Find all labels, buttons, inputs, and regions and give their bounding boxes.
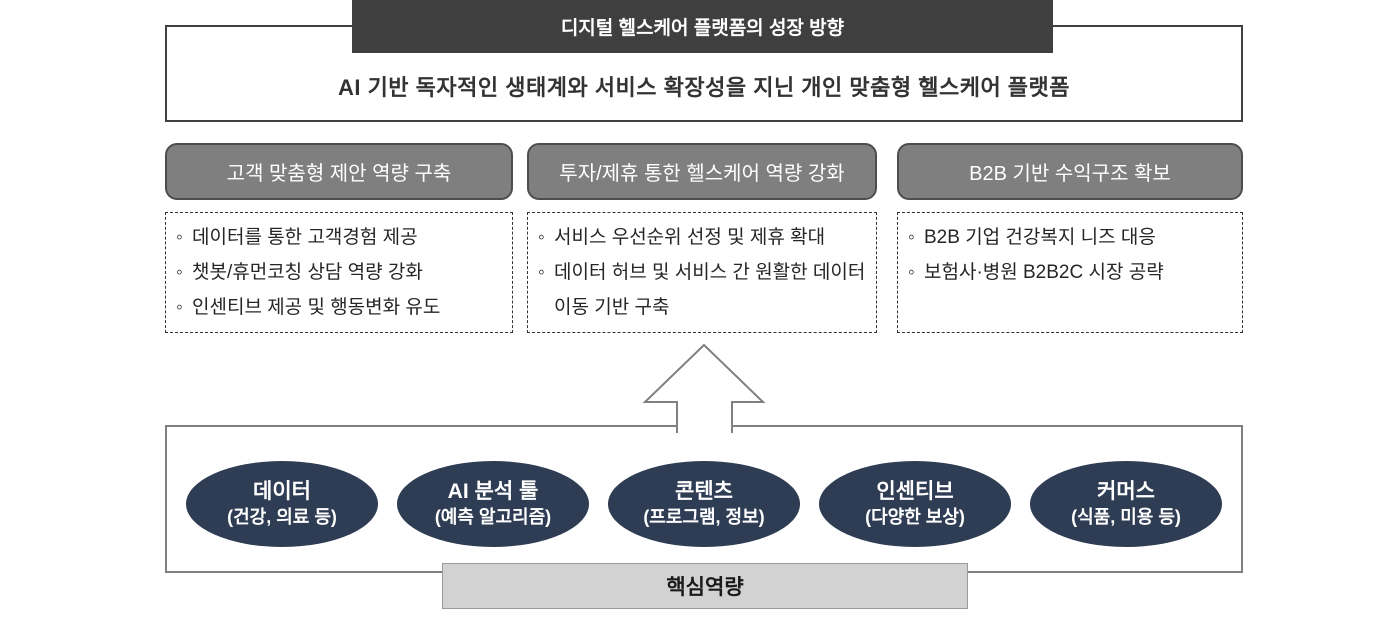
capability-data: 데이터 (건강, 의료 등) xyxy=(186,461,378,547)
capability-name: 인센티브 xyxy=(876,480,954,503)
strategy-details-1: ◦ 데이터를 통한 고객경험 제공 ◦ 챗봇/휴먼코칭 상담 역량 강화 ◦ 인… xyxy=(165,212,513,333)
capability-ai-tool: AI 분석 툴 (예측 알고리즘) xyxy=(397,461,589,547)
list-item: ◦ 보험사·병원 B2B2C 시장 공략 xyxy=(908,255,1236,290)
capability-subtitle: (예측 알고리즘) xyxy=(434,507,552,527)
capability-incentive: 인센티브 (다양한 보상) xyxy=(819,461,1011,547)
bullet-list: ◦ 데이터를 통한 고객경험 제공 ◦ 챗봇/휴먼코칭 상담 역량 강화 ◦ 인… xyxy=(176,220,506,325)
core-competency-label: 핵심역량 xyxy=(666,576,744,599)
capability-subtitle: (식품, 미용 등) xyxy=(1071,507,1181,527)
diagram-title-banner: 디지털 헬스케어 플랫폼의 성장 방향 xyxy=(352,0,1053,53)
strategy-header-2: 투자/제휴 통한 헬스케어 역량 강화 xyxy=(527,143,877,200)
capability-content: 콘텐츠 (프로그램, 정보) xyxy=(608,461,800,547)
capability-name: AI 분석 툴 xyxy=(447,480,539,503)
diagram-title: 디지털 헬스케어 플랫폼의 성장 방향 xyxy=(560,18,845,39)
bullet-text: 서비스 우선순위 선정 및 제휴 확대 xyxy=(554,227,826,248)
bullet-icon: ◦ xyxy=(908,227,915,248)
strategy-header-1: 고객 맞춤형 제안 역량 구축 xyxy=(165,143,513,200)
capabilities-row: 데이터 (건강, 의료 등) AI 분석 툴 (예측 알고리즘) 콘텐츠 (프로… xyxy=(167,461,1241,547)
bullet-text: B2B 기업 건강복지 니즈 대응 xyxy=(924,227,1156,248)
list-item: ◦ 챗봇/휴먼코칭 상담 역량 강화 xyxy=(176,255,506,290)
capabilities-container: 데이터 (건강, 의료 등) AI 분석 툴 (예측 알고리즘) 콘텐츠 (프로… xyxy=(165,425,1243,573)
bullet-list: ◦ B2B 기업 건강복지 니즈 대응 ◦ 보험사·병원 B2B2C 시장 공략 xyxy=(908,220,1236,290)
up-arrow-icon xyxy=(642,343,766,433)
strategy-details-2: ◦ 서비스 우선순위 선정 및 제휴 확대 ◦ 데이터 허브 및 서비스 간 원… xyxy=(527,212,877,333)
capability-commerce: 커머스 (식품, 미용 등) xyxy=(1030,461,1222,547)
list-item: ◦ 데이터 허브 및 서비스 간 원활한 데이터 이동 기반 구축 xyxy=(538,255,870,325)
capability-name: 커머스 xyxy=(1097,480,1155,503)
list-item: ◦ B2B 기업 건강복지 니즈 대응 xyxy=(908,220,1236,255)
bullet-icon: ◦ xyxy=(538,227,545,248)
bullet-list: ◦ 서비스 우선순위 선정 및 제휴 확대 ◦ 데이터 허브 및 서비스 간 원… xyxy=(538,220,870,325)
capability-name: 콘텐츠 xyxy=(675,480,733,503)
bullet-icon: ◦ xyxy=(908,262,915,283)
bullet-text: 인센티브 제공 및 행동변화 유도 xyxy=(192,297,441,318)
core-competency-label-box: 핵심역량 xyxy=(442,563,968,609)
bullet-icon: ◦ xyxy=(176,297,183,318)
bullet-icon: ◦ xyxy=(538,262,545,283)
strategy-header-1-label: 고객 맞춤형 제안 역량 구축 xyxy=(226,163,452,185)
strategy-header-3-label: B2B 기반 수익구조 확보 xyxy=(969,163,1171,185)
list-item: ◦ 인센티브 제공 및 행동변화 유도 xyxy=(176,290,506,325)
strategy-header-2-label: 투자/제휴 통한 헬스케어 역량 강화 xyxy=(559,163,845,185)
list-item: ◦ 데이터를 통한 고객경험 제공 xyxy=(176,220,506,255)
bullet-text: 데이터 허브 및 서비스 간 원활한 데이터 이동 기반 구축 xyxy=(554,262,866,318)
strategy-details-3: ◦ B2B 기업 건강복지 니즈 대응 ◦ 보험사·병원 B2B2C 시장 공략 xyxy=(897,212,1243,333)
vision-statement: AI 기반 독자적인 생태계와 서비스 확장성을 지닌 개인 맞춤형 헬스케어 … xyxy=(337,75,1071,100)
bullet-icon: ◦ xyxy=(176,227,183,248)
capability-subtitle: (프로그램, 정보) xyxy=(643,507,765,527)
bullet-text: 보험사·병원 B2B2C 시장 공략 xyxy=(924,262,1164,283)
bullet-text: 데이터를 통한 고객경험 제공 xyxy=(192,227,418,248)
capability-subtitle: (건강, 의료 등) xyxy=(227,507,337,527)
capability-subtitle: (다양한 보상) xyxy=(865,507,965,527)
bullet-icon: ◦ xyxy=(176,262,183,283)
bullet-text: 챗봇/휴먼코칭 상담 역량 강화 xyxy=(192,262,423,283)
list-item: ◦ 서비스 우선순위 선정 및 제휴 확대 xyxy=(538,220,870,255)
capability-name: 데이터 xyxy=(253,480,311,503)
strategy-header-3: B2B 기반 수익구조 확보 xyxy=(897,143,1243,200)
